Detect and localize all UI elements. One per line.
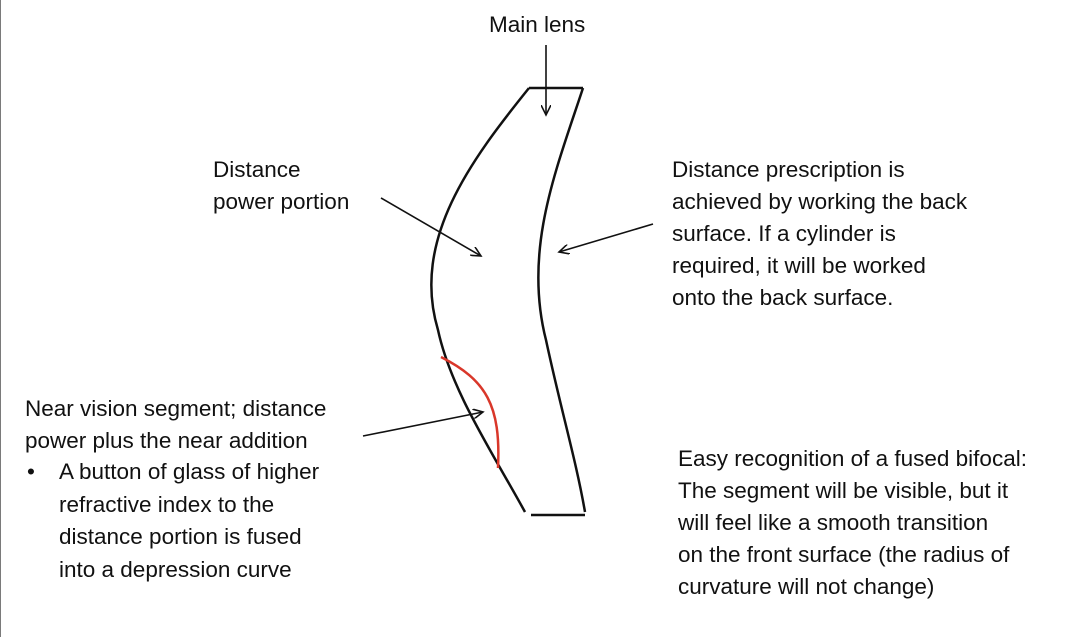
- label-line: power portion: [213, 189, 350, 214]
- label-line: The segment will be visible, but it: [678, 478, 1009, 503]
- fused-bifocal-label: Easy recognition of a fused bifocal: The…: [678, 443, 1027, 603]
- label-line: will feel like a smooth transition: [678, 510, 989, 535]
- label-line: Distance: [213, 157, 301, 182]
- label-line: Near vision segment; distance: [25, 396, 327, 421]
- label-line: power plus the near addition: [25, 428, 308, 453]
- label-line: Easy recognition of a fused bifocal:: [678, 446, 1027, 471]
- label-line: curvature will not change): [678, 574, 935, 599]
- label-line: surface. If a cylinder is: [672, 221, 896, 246]
- main-lens-label: Main lens: [489, 12, 586, 37]
- label-line: achieved by working the back: [672, 189, 968, 214]
- distance-power-arrow: [380, 197, 481, 256]
- distance-power-label: Distance power portion: [213, 154, 349, 218]
- bullet-icon: •: [27, 459, 35, 484]
- label-line: required, it will be worked: [672, 253, 926, 278]
- lens-back-surface: [537, 87, 587, 513]
- label-line: Distance prescription is: [672, 157, 905, 182]
- distance-prescription-label: Distance prescription is achieved by wor…: [672, 154, 967, 314]
- bullet-line: A button of glass of higher: [59, 459, 320, 484]
- near-segment-arrow: [362, 412, 483, 437]
- near-vision-bullet-list: • A button of glass of higher refractive…: [25, 456, 319, 586]
- bullet-line: distance portion is fused: [59, 524, 302, 549]
- near-vision-segment-curve: [440, 355, 500, 469]
- bullet-item: • A button of glass of higher refractive…: [25, 456, 319, 586]
- label-line: onto the back surface.: [672, 285, 894, 310]
- bullet-line: into a depression curve: [59, 556, 292, 582]
- label-line: on the front surface (the radius of: [678, 542, 1010, 567]
- bullet-line: refractive index to the: [59, 491, 275, 517]
- back-surface-arrow: [559, 223, 654, 252]
- lens-front-surface: [430, 87, 530, 513]
- near-vision-label: Near vision segment; distance power plus…: [25, 393, 326, 457]
